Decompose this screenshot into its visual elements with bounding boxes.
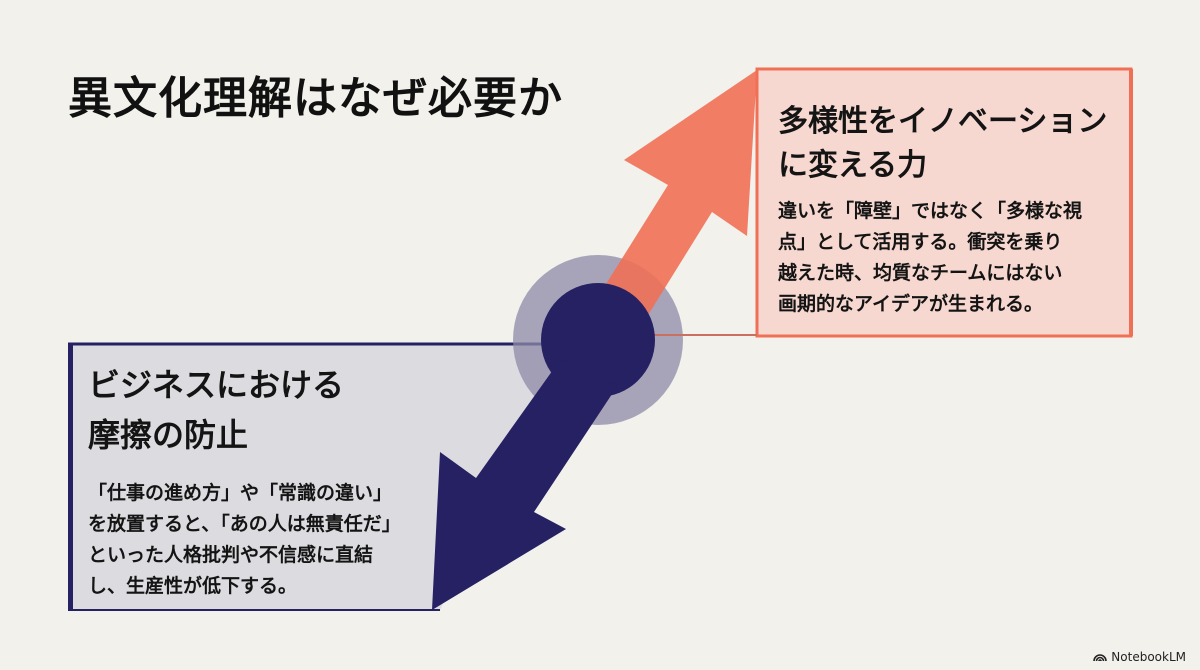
body-line: 越えた時、均質なチームにはない bbox=[778, 262, 1063, 284]
brand-label: NotebookLM bbox=[1111, 650, 1186, 664]
body-line: 違いを「障壁」ではなく「多様な視 bbox=[778, 200, 1083, 222]
heading-line: ビジネスにおける bbox=[88, 366, 345, 404]
body-line: 「仕事の進め方」や「常識の違い」 bbox=[88, 482, 393, 504]
body-line: を放置すると、「あの人は無責任だ」 bbox=[88, 513, 401, 535]
footer-brand: NotebookLM bbox=[1093, 650, 1186, 664]
navy-box-heading: ビジネスにおける 摩擦の防止 bbox=[88, 360, 428, 460]
page-title: 異文化理解はなぜ必要か bbox=[68, 73, 563, 124]
heading-line: に変える力 bbox=[778, 148, 928, 183]
orange-box-heading: 多様性をイノベーション に変える力 bbox=[778, 100, 1128, 188]
orange-box-body: 違いを「障壁」ではなく「多様な視 点」として活用する。衝突を乗り 越えた時、均質… bbox=[778, 196, 1128, 320]
downward-arrow-icon bbox=[432, 360, 618, 610]
notebooklm-logo-icon bbox=[1093, 654, 1108, 662]
navy-box-body: 「仕事の進め方」や「常識の違い」 を放置すると、「あの人は無責任だ」 といった人… bbox=[88, 478, 448, 602]
body-line: 画期的なアイデアが生まれる。 bbox=[778, 293, 1044, 315]
heading-line: 摩擦の防止 bbox=[88, 416, 249, 454]
heading-line: 多様性をイノベーション bbox=[778, 104, 1108, 139]
body-line: といった人格批判や不信感に直結 bbox=[88, 544, 374, 566]
orange-box bbox=[755, 67, 1133, 338]
body-line: し、生産性が低下する。 bbox=[88, 575, 298, 597]
upward-arrow-icon bbox=[596, 70, 757, 328]
body-line: 点」として活用する。衝突を乗り bbox=[778, 231, 1063, 253]
